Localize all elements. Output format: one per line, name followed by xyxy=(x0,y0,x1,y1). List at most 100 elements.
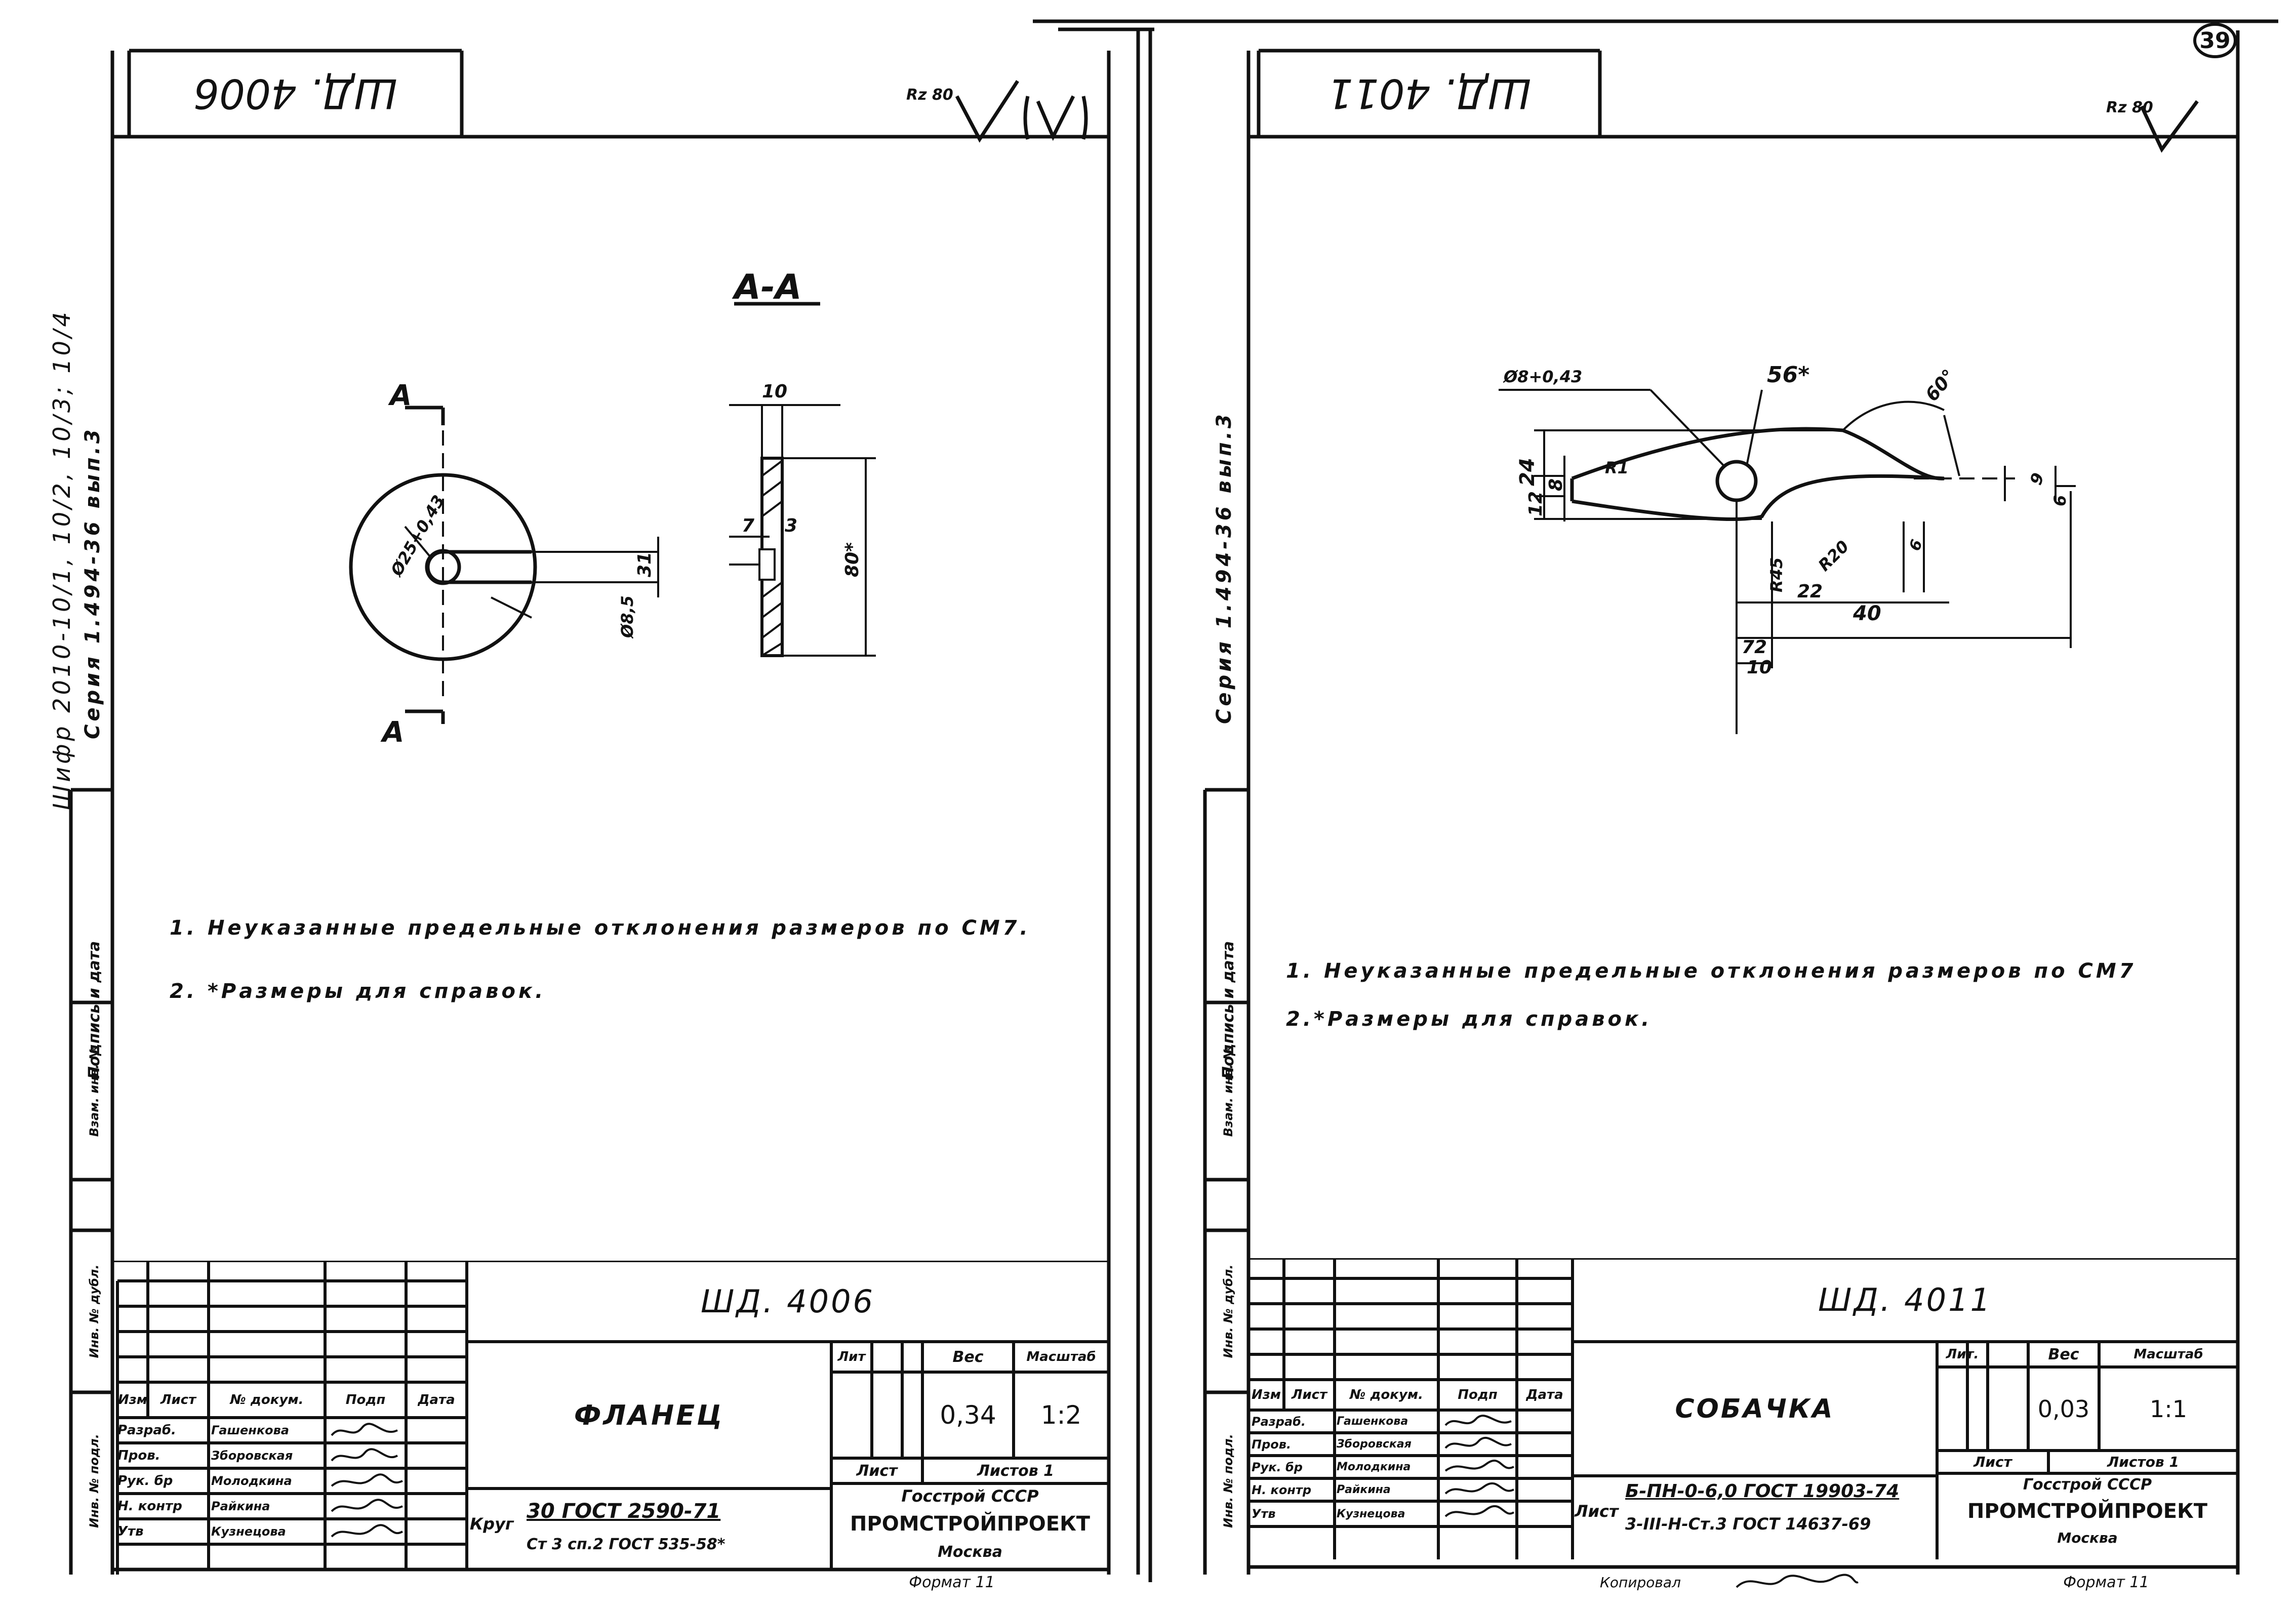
org-line: ПРОМСТРОЙПРОЕКТ xyxy=(850,1512,1091,1536)
th-doc: № докум. xyxy=(230,1392,304,1407)
dim-label: Ø8+0,43 xyxy=(1503,367,1582,386)
format-label: Формат 11 xyxy=(2063,1573,2149,1591)
org-line: Госстрой СССР xyxy=(901,1486,1039,1506)
dim-label: 80* xyxy=(842,542,863,577)
sheet1-roughness-label: Rz 80 xyxy=(906,86,953,104)
scale-value: 1:2 xyxy=(1040,1400,1082,1430)
cut-label-top: А xyxy=(388,379,412,412)
sheet1-top-code: ШД. 4006 xyxy=(193,70,397,117)
sheet1-name: ФЛАНЕЦ xyxy=(574,1399,724,1431)
th-date: Дата xyxy=(1526,1387,1563,1402)
dim-label: 3 xyxy=(785,515,797,536)
role: Утв xyxy=(117,1524,144,1539)
person: Зборовская xyxy=(1337,1438,1412,1451)
note-1: 1. Неуказанные предельные отклонения раз… xyxy=(1286,959,2137,983)
flange-drawing: А-А А А Ø25+0,43 10 7 3 31 Ø8,5 80* xyxy=(349,267,876,749)
copied-label: Копировал xyxy=(1600,1574,1681,1591)
scale-label: Масштаб xyxy=(1026,1349,1096,1364)
dim-label: 10 xyxy=(762,381,787,402)
role: Утв xyxy=(1252,1507,1276,1521)
roughness-icon xyxy=(2140,100,2199,153)
person: Зборовская xyxy=(211,1449,293,1463)
dim-label: 8 xyxy=(1546,478,1566,491)
note-2: 2. *Размеры для справок. xyxy=(170,980,546,1003)
copied-signature xyxy=(1736,1574,1859,1588)
dim-label: 60° xyxy=(1921,366,1959,406)
role: Пров. xyxy=(117,1448,160,1463)
roughness-icon xyxy=(955,80,1088,143)
signatures xyxy=(1444,1415,1515,1517)
material-top: Б-ПН-0-6,0 ГОСТ 19903-74 xyxy=(1625,1480,1900,1502)
sheet-label: Лист xyxy=(1973,1454,2012,1470)
scale-value: 1:1 xyxy=(2149,1395,2188,1423)
dim-label: 6 xyxy=(2050,495,2070,506)
dim-label: 31 xyxy=(634,552,655,577)
series-label-right: Серия 1.494-36 вып.3 xyxy=(1213,411,1236,724)
title-block-2 xyxy=(1248,1258,2238,1559)
stamp-col: Инв. № подл. xyxy=(87,1434,101,1528)
th-izm: Изм xyxy=(117,1392,148,1407)
th-sign: Подп xyxy=(1458,1387,1498,1402)
signatures xyxy=(331,1423,404,1538)
section-label: А-А xyxy=(732,267,801,307)
sheet2-top-code: ШД. 4011 xyxy=(1327,70,1532,117)
th-doc: № докум. xyxy=(1350,1387,1423,1402)
sheet2-name: СОБАЧКА xyxy=(1675,1393,1835,1424)
material-top: 30 ГОСТ 2590-71 xyxy=(527,1500,721,1523)
material-bottom: Ст 3 сп.2 ГОСТ 535-58* xyxy=(527,1535,726,1553)
role: Рук. бр xyxy=(1252,1460,1303,1474)
person: Кузнецова xyxy=(1337,1507,1405,1520)
stamp-col: Инв. № подл. xyxy=(1221,1434,1235,1528)
sheet1-code: ШД. 4006 xyxy=(701,1282,875,1320)
scale-label: Масштаб xyxy=(2133,1347,2203,1362)
dim-label: 10 xyxy=(1747,657,1772,678)
material-bottom: 3-III-Н-Ст.3 ГОСТ 14637-69 xyxy=(1625,1514,1871,1534)
dim-label: 7 xyxy=(742,515,754,536)
stamp-col: Взам. инв. № xyxy=(1221,1045,1235,1137)
person: Гашенкова xyxy=(211,1423,289,1437)
role: Пров. xyxy=(1252,1437,1292,1452)
series-label-left: Серия 1.494-36 вып.3 xyxy=(81,426,104,739)
mass-label: Вес xyxy=(952,1348,984,1366)
th-izm: Изм xyxy=(1251,1387,1281,1402)
mass-value: 0,03 xyxy=(2037,1395,2090,1423)
cut-label-bottom: А xyxy=(380,716,404,749)
dim-label: Ø8,5 xyxy=(618,595,637,639)
stamp-col: Взам. инв. № xyxy=(87,1045,101,1137)
person: Молодкина xyxy=(1337,1461,1411,1473)
person: Кузнецова xyxy=(211,1524,286,1539)
format-label: Формат 11 xyxy=(909,1573,995,1591)
dog-drawing: Ø8+0,43 56* 60° 24 8 12 R1 R45 R20 22 40… xyxy=(1499,362,2076,734)
org-line: ПРОМСТРОЙПРОЕКТ xyxy=(1967,1500,2208,1523)
person: Гашенкова xyxy=(1337,1415,1408,1428)
person: Райкина xyxy=(1337,1483,1391,1496)
org-line: Госстрой СССР xyxy=(2023,1476,2152,1494)
th-list: Лист xyxy=(160,1392,196,1407)
cipher-label: Шифр 2010-10/1, 10/2, 10/3; 10/4 xyxy=(48,309,75,810)
material-prefix: Круг xyxy=(470,1514,514,1534)
role: Н. контр xyxy=(1252,1482,1312,1497)
role: Разраб. xyxy=(117,1423,176,1438)
lit-label: Лит xyxy=(837,1349,866,1364)
dim-label: 22 xyxy=(1797,581,1823,602)
dim-label: 56* xyxy=(1767,362,1809,388)
lit-label: Лит. xyxy=(1946,1347,1979,1362)
dim-label: R20 xyxy=(1815,537,1853,575)
title-block-1 xyxy=(112,1261,1109,1575)
note-1: 1. Неуказанные предельные отклонения раз… xyxy=(170,916,1031,940)
person: Райкина xyxy=(211,1499,270,1513)
org-line: Москва xyxy=(938,1543,1002,1561)
dim-label: R45 xyxy=(1767,557,1786,592)
th-sign: Подп xyxy=(345,1392,386,1407)
mass-label: Вес xyxy=(2048,1345,2079,1363)
role: Рук. бр xyxy=(117,1473,173,1489)
dim-label: Ø25+0,43 xyxy=(386,492,449,580)
dim-label: 40 xyxy=(1852,602,1881,625)
dim-label: 9 xyxy=(2026,470,2048,488)
mass-value: 0,34 xyxy=(940,1400,996,1430)
page-number: 39 xyxy=(2199,27,2231,54)
sheet2-code: ШД. 4011 xyxy=(1818,1281,1992,1318)
th-date: Дата xyxy=(418,1392,455,1407)
th-list: Лист xyxy=(1291,1387,1327,1402)
